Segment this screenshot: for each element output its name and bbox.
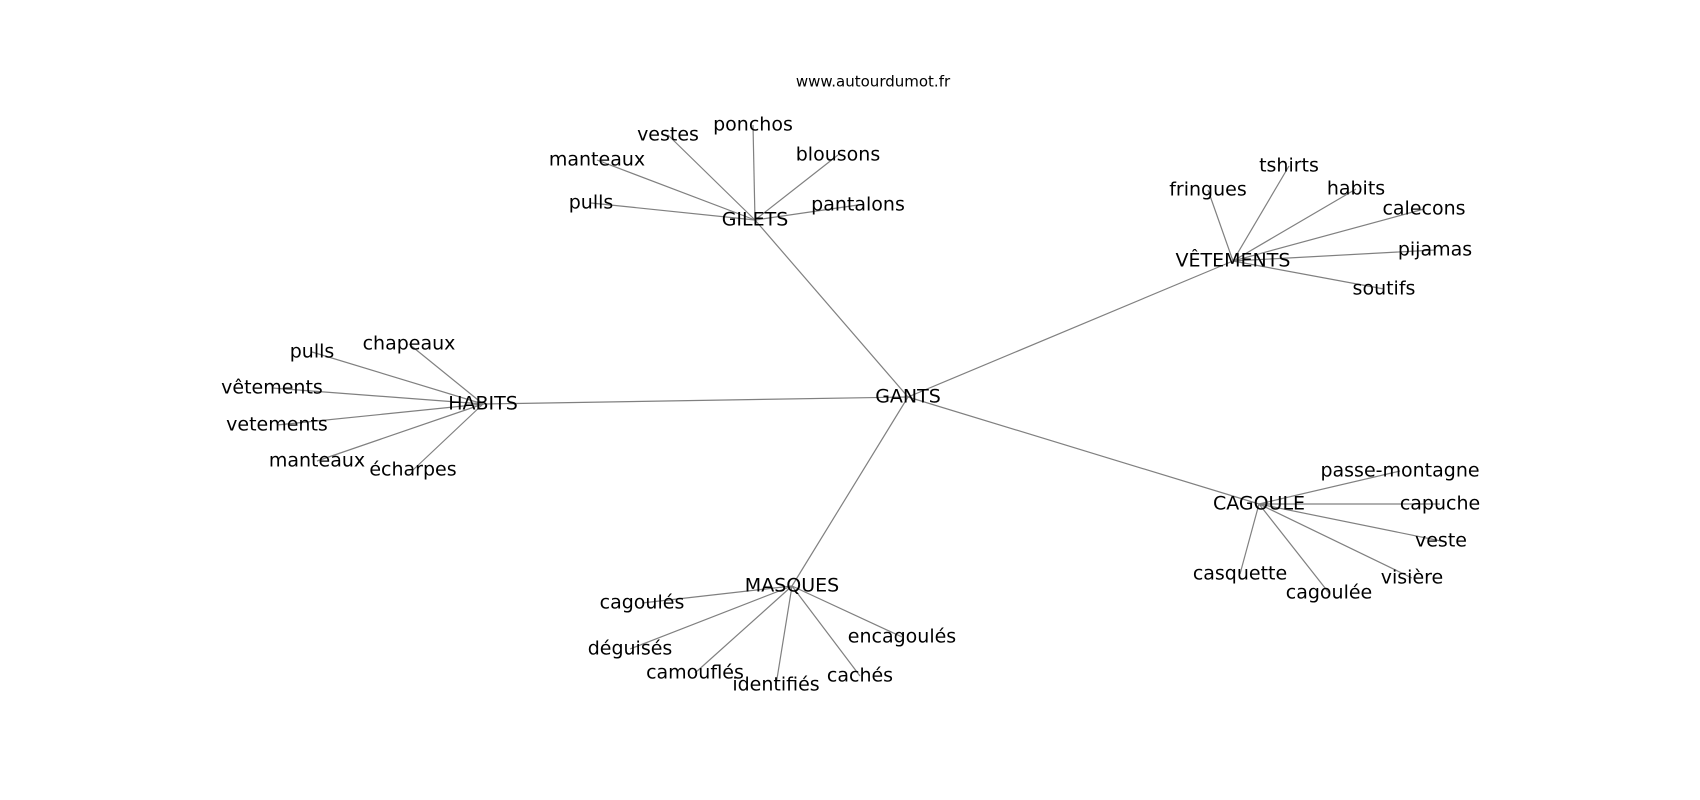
hub-word-masques[interactable]: MASQUES — [745, 575, 839, 597]
edge-cagoule-4 — [1239, 503, 1260, 575]
edge-center-cagoule — [907, 396, 1260, 505]
leaf-word-cagoule-3[interactable]: visière — [1381, 567, 1443, 589]
leaf-word-habits-0[interactable]: pulls — [290, 341, 335, 363]
center-word[interactable]: GANTS — [875, 386, 941, 408]
hub-word-cagoule[interactable]: CAGOULE — [1213, 493, 1305, 515]
hub-word-vetements[interactable]: VÊTEMENTS — [1176, 249, 1291, 272]
edge-vetements-1 — [1232, 165, 1290, 262]
edge-masques-1 — [629, 585, 793, 650]
edge-masques-2 — [694, 585, 793, 674]
edge-habits-0 — [311, 351, 484, 405]
edge-habits-3 — [276, 403, 484, 426]
edge-cagoule-5 — [1258, 503, 1330, 594]
edge-vetements-4 — [1232, 249, 1436, 262]
edge-gilets-2 — [754, 154, 839, 221]
leaf-word-masques-1[interactable]: déguisés — [588, 638, 673, 660]
leaf-word-masques-0[interactable]: cagoulés — [600, 592, 685, 614]
leaf-word-cagoule-2[interactable]: veste — [1415, 530, 1467, 552]
leaf-word-gilets-1[interactable]: ponchos — [713, 114, 793, 136]
leaf-word-gilets-5[interactable]: pantalons — [811, 194, 905, 216]
leaf-word-masques-3[interactable]: identifiés — [732, 674, 819, 696]
leaf-word-habits-4[interactable]: manteaux — [269, 450, 365, 472]
leaf-word-gilets-4[interactable]: pulls — [569, 192, 614, 214]
edge-habits-2 — [271, 387, 484, 405]
edge-center-masques — [791, 396, 909, 587]
leaf-word-cagoule-4[interactable]: casquette — [1193, 563, 1287, 585]
leaf-word-cagoule-5[interactable]: cagoulée — [1286, 582, 1372, 604]
leaf-word-masques-4[interactable]: cachés — [827, 665, 893, 687]
edge-habits-1 — [408, 343, 484, 405]
leaf-word-habits-1[interactable]: chapeaux — [363, 333, 456, 355]
edge-masques-0 — [641, 585, 793, 604]
edge-center-gilets — [754, 219, 909, 398]
edge-cagoule-3 — [1258, 503, 1413, 579]
leaf-word-vetements-5[interactable]: soutifs — [1353, 278, 1416, 300]
leaf-word-masques-5[interactable]: encagoulés — [848, 626, 956, 648]
edge-gilets-5 — [754, 204, 859, 221]
hub-word-habits[interactable]: HABITS — [448, 393, 518, 415]
leaf-word-vetements-1[interactable]: tshirts — [1259, 155, 1319, 177]
leaf-word-gilets-2[interactable]: blousons — [796, 144, 880, 166]
edge-gilets-3 — [596, 159, 756, 221]
leaf-word-habits-2[interactable]: vêtements — [221, 377, 323, 399]
leaf-word-vetements-2[interactable]: habits — [1327, 178, 1385, 200]
leaf-word-gilets-0[interactable]: vestes — [637, 124, 699, 146]
edge-masques-4 — [791, 585, 861, 677]
leaf-word-habits-5[interactable]: écharpes — [369, 459, 456, 481]
leaf-word-habits-3[interactable]: vetements — [226, 414, 328, 436]
hub-word-gilets[interactable]: GILETS — [722, 209, 789, 231]
edge-gilets-4 — [590, 202, 756, 221]
edge-vetements-0 — [1207, 189, 1234, 262]
leaf-word-cagoule-1[interactable]: capuche — [1400, 493, 1480, 515]
edge-gilets-0 — [667, 134, 756, 221]
edge-center-vetements — [907, 260, 1234, 398]
edge-vetements-2 — [1232, 188, 1357, 262]
edge-vetements-3 — [1232, 208, 1425, 262]
edge-center-habits — [482, 396, 909, 405]
edge-cagoule-0 — [1258, 470, 1401, 505]
edge-habits-4 — [316, 403, 484, 462]
leaf-word-vetements-4[interactable]: pijamas — [1398, 239, 1472, 261]
source-watermark: www.autourdumot.fr — [796, 73, 951, 91]
edge-masques-3 — [775, 585, 793, 686]
leaf-word-gilets-3[interactable]: manteaux — [549, 149, 645, 171]
edge-gilets-1 — [752, 124, 756, 221]
edge-vetements-5 — [1232, 260, 1385, 290]
edge-masques-5 — [791, 585, 903, 638]
edge-habits-5 — [412, 403, 484, 471]
leaf-word-vetements-0[interactable]: fringues — [1169, 179, 1247, 201]
leaf-word-vetements-3[interactable]: calecons — [1382, 198, 1465, 220]
leaf-word-masques-2[interactable]: camouflés — [646, 662, 744, 684]
leaf-word-cagoule-0[interactable]: passe-montagne — [1320, 460, 1479, 482]
edge-cagoule-2 — [1258, 503, 1442, 542]
